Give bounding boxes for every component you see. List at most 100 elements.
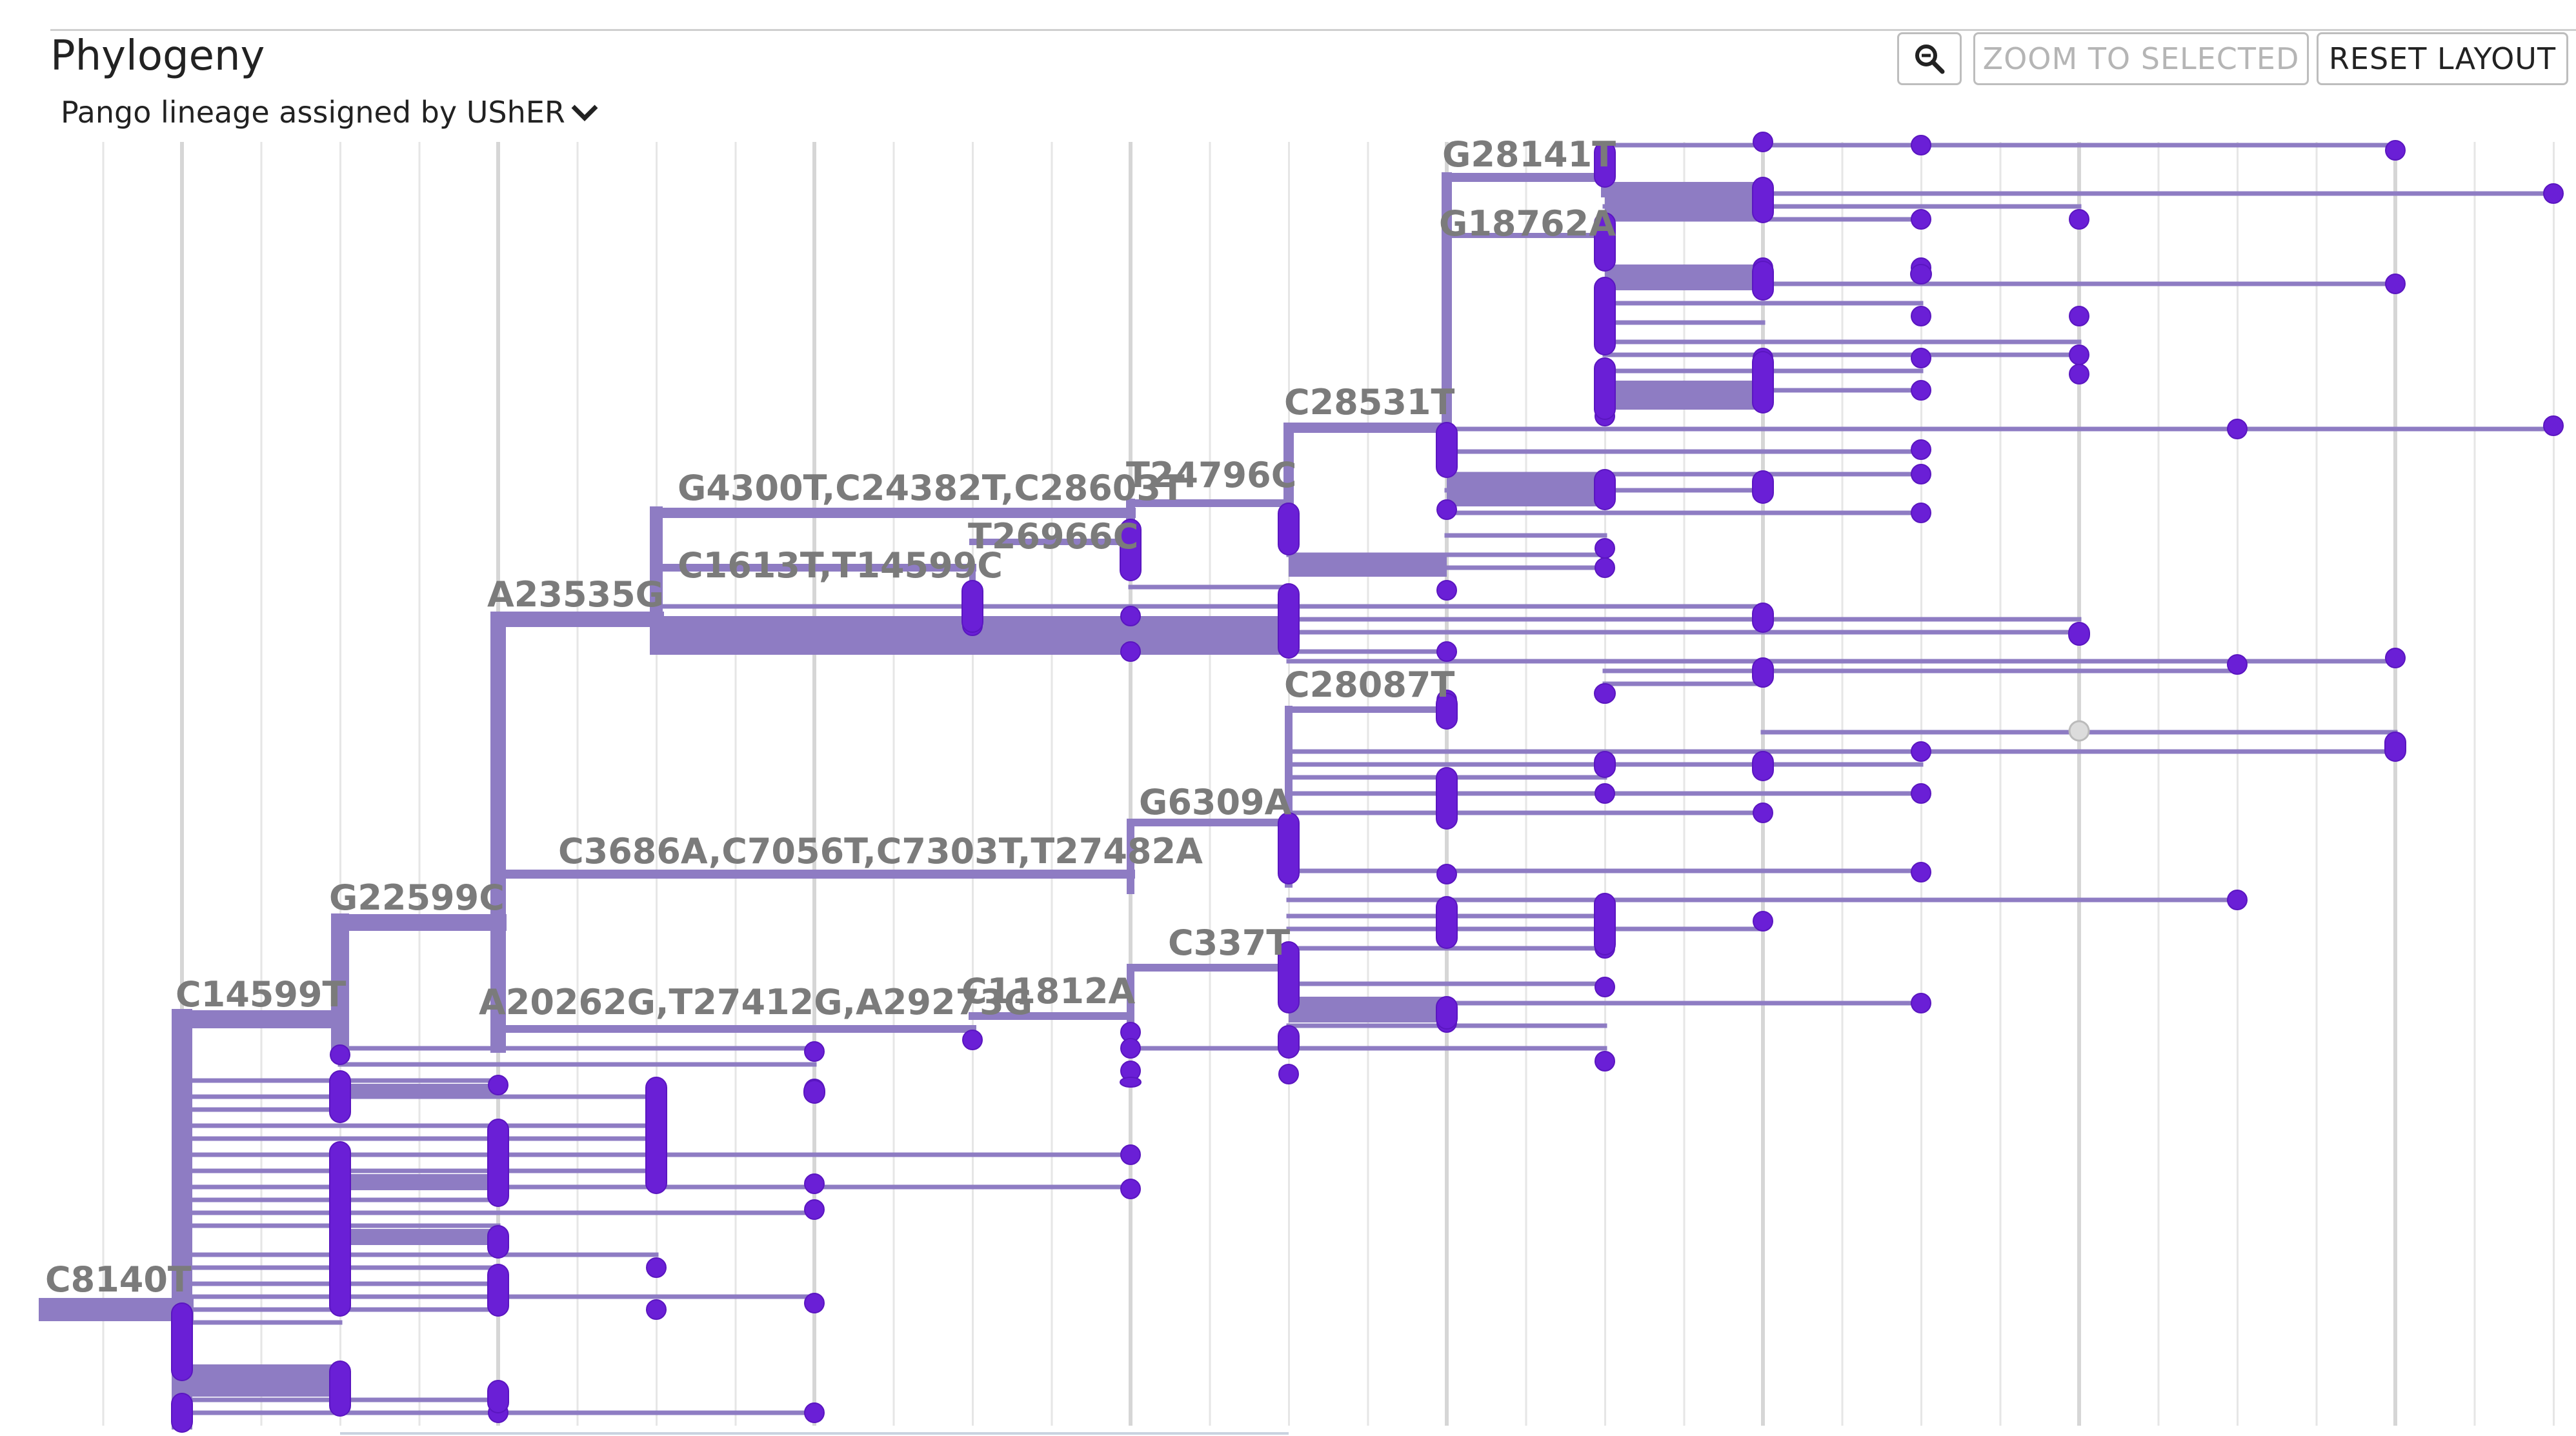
collapsed-node-stack[interactable] <box>1594 141 1616 188</box>
tip-node[interactable] <box>804 1199 825 1220</box>
tip-node[interactable] <box>1911 783 1931 804</box>
collapsed-node-stack[interactable] <box>487 1119 509 1207</box>
collapsed-node-stack[interactable] <box>2384 732 2406 762</box>
tip-node[interactable] <box>804 1173 825 1194</box>
collapsed-node-stack[interactable] <box>645 1077 667 1194</box>
tip-node[interactable] <box>646 1257 667 1278</box>
tip-node[interactable] <box>2385 274 2406 294</box>
tip-node[interactable] <box>1911 503 1931 523</box>
tip-node[interactable] <box>2069 209 2089 230</box>
tip-node[interactable] <box>2069 306 2089 326</box>
tip-node[interactable] <box>1120 1179 1141 1199</box>
collapsed-node-stack[interactable] <box>1752 470 1774 504</box>
collapsed-node-stack[interactable] <box>1278 941 1300 1013</box>
tip-node[interactable] <box>1911 135 1931 155</box>
collapsed-node-stack[interactable] <box>1594 469 1616 510</box>
tip-node[interactable] <box>1911 862 1931 883</box>
collapsed-node-stack[interactable] <box>329 1361 351 1417</box>
collapsed-node-stack[interactable] <box>1278 812 1300 884</box>
collapsed-node-stack[interactable] <box>961 580 983 633</box>
tip-node[interactable] <box>2385 140 2406 161</box>
tip-node[interactable] <box>1436 864 1457 884</box>
tip-node[interactable] <box>1436 641 1457 662</box>
tip-node[interactable] <box>1120 606 1141 626</box>
tip-node[interactable] <box>1595 538 1615 559</box>
tip-node[interactable] <box>1911 464 1931 484</box>
collapsed-node-stack[interactable] <box>1594 893 1616 955</box>
tip-node[interactable] <box>1278 1064 1299 1084</box>
tip-node[interactable] <box>2227 654 2248 675</box>
collapsed-node-stack[interactable] <box>1436 996 1458 1030</box>
collapsed-node-stack[interactable] <box>2068 622 2090 646</box>
tip-node[interactable] <box>1911 380 1931 401</box>
collapsed-node-stack[interactable] <box>1752 351 1774 414</box>
tip-node[interactable] <box>1120 641 1141 662</box>
collapsed-node-stack[interactable] <box>1278 583 1300 659</box>
tip-node[interactable] <box>330 1044 350 1065</box>
collapsed-node-stack[interactable] <box>1278 503 1300 555</box>
tip-node[interactable] <box>1120 1038 1141 1059</box>
tip-node[interactable] <box>804 1293 825 1313</box>
collapsed-node-stack[interactable] <box>1594 683 1616 704</box>
tip-node[interactable] <box>1436 499 1457 520</box>
collapsed-node-stack[interactable] <box>1910 264 1932 284</box>
collapsed-node-stack[interactable] <box>329 1141 351 1317</box>
collapsed-node-stack[interactable] <box>1436 693 1458 730</box>
tip-node[interactable] <box>646 1299 667 1320</box>
tip-node[interactable] <box>1753 803 1773 823</box>
tip-node[interactable] <box>2543 183 2564 204</box>
tip-node[interactable] <box>1595 1051 1615 1072</box>
collapsed-node-stack[interactable] <box>487 1264 509 1317</box>
tip-node[interactable] <box>2227 890 2248 910</box>
collapsed-node-stack[interactable] <box>1436 767 1458 830</box>
tip-node[interactable] <box>488 1075 508 1095</box>
tip-node[interactable] <box>1911 741 1931 762</box>
selected-tip-node[interactable] <box>2068 720 2090 742</box>
tip-node[interactable] <box>2227 419 2248 439</box>
tip-node[interactable] <box>1753 911 1773 932</box>
tip-node[interactable] <box>2069 364 2089 384</box>
collapsed-node-stack[interactable] <box>1594 212 1616 272</box>
collapsed-node-stack[interactable] <box>1752 177 1774 223</box>
collapsed-node-stack[interactable] <box>1436 896 1458 949</box>
tip-node[interactable] <box>1911 209 1931 230</box>
collapsed-node-stack[interactable] <box>487 1380 509 1413</box>
zoom-button[interactable] <box>1897 32 1962 85</box>
collapsed-node-stack[interactable] <box>1278 1025 1300 1059</box>
zoom-to-selected-button[interactable]: ZOOM TO SELECTED <box>1973 32 2309 85</box>
collapsed-node-stack[interactable] <box>487 1225 509 1259</box>
collapsed-node-stack[interactable] <box>1120 519 1142 581</box>
tip-node[interactable] <box>804 1041 825 1062</box>
collapsed-node-stack[interactable] <box>803 1080 825 1104</box>
collapsed-node-stack[interactable] <box>329 1070 351 1123</box>
tip-node[interactable] <box>1753 132 1773 152</box>
tip-node[interactable] <box>2385 648 2406 668</box>
tip-node[interactable] <box>962 1030 983 1050</box>
tip-node[interactable] <box>804 1402 825 1423</box>
reset-layout-button[interactable]: RESET LAYOUT <box>2317 32 2568 85</box>
collapsed-node-stack[interactable] <box>1594 277 1616 355</box>
color-by-dropdown[interactable]: Pango lineage assigned by UShER <box>61 93 600 132</box>
tip-node[interactable] <box>1911 993 1931 1013</box>
tip-node[interactable] <box>1595 557 1615 578</box>
tip-node[interactable] <box>2543 415 2564 436</box>
tip-node[interactable] <box>1595 977 1615 997</box>
tip-node[interactable] <box>1595 783 1615 804</box>
collapsed-node-stack[interactable] <box>1752 751 1774 781</box>
collapsed-node-stack[interactable] <box>171 1302 193 1381</box>
collapsed-node-stack[interactable] <box>1436 422 1458 478</box>
collapsed-node-stack[interactable] <box>1752 657 1774 688</box>
tip-node[interactable] <box>1911 439 1931 460</box>
collapsed-node-stack[interactable] <box>1120 1077 1142 1088</box>
collapsed-node-stack[interactable] <box>1594 751 1616 778</box>
tip-node[interactable] <box>1120 1144 1141 1165</box>
collapsed-node-stack[interactable] <box>1752 603 1774 633</box>
tip-node[interactable] <box>2069 344 2089 365</box>
collapsed-node-stack[interactable] <box>1594 357 1616 420</box>
collapsed-node-stack[interactable] <box>1752 261 1774 301</box>
tip-node[interactable] <box>1911 306 1931 326</box>
collapsed-node-stack[interactable] <box>171 1393 193 1433</box>
tip-node[interactable] <box>1911 348 1931 368</box>
tip-node[interactable] <box>1436 580 1457 601</box>
